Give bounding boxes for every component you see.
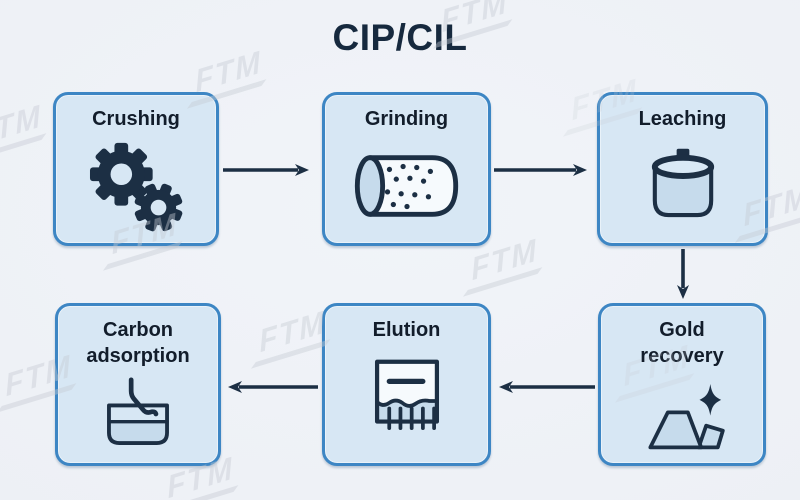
ftm-watermark: FTM <box>0 97 44 159</box>
step-box-grinding: Grinding <box>322 92 491 246</box>
step-box-elution: Elution <box>322 303 491 466</box>
step-box-carbon-adsorption: Carbon adsorption <box>55 303 221 466</box>
step-icon-area <box>349 132 465 243</box>
step-label-elution: Elution <box>372 319 441 341</box>
gold-bars-sparkle-icon <box>648 384 725 450</box>
step-box-gold-recovery: Gold recovery <box>598 303 766 466</box>
page-title: CIP/CIL <box>332 17 468 58</box>
carbon-adsorption-tank-icon <box>107 377 169 445</box>
step-icon-area <box>364 343 450 463</box>
step-label-gold-recovery: Gold recovery <box>640 319 724 367</box>
step-box-crushing: Crushing <box>53 92 219 246</box>
step-icon-area <box>84 132 188 243</box>
ftm-watermark: FTM <box>258 303 328 365</box>
ball-mill-cylinder-icon <box>354 154 458 217</box>
step-label-carbon-adsorption: Carbon adsorption <box>86 319 190 367</box>
gears-icon <box>89 142 183 231</box>
step-label-leaching: Leaching <box>638 108 727 130</box>
elution-column-icon <box>374 359 439 430</box>
step-box-leaching: Leaching <box>597 92 768 246</box>
step-icon-area <box>643 132 723 243</box>
step-label-grinding: Grinding <box>364 108 449 130</box>
step-icon-area <box>96 369 180 463</box>
step-icon-area <box>636 369 728 463</box>
leach-tank-icon <box>651 148 714 217</box>
step-label-crushing: Crushing <box>92 108 180 130</box>
